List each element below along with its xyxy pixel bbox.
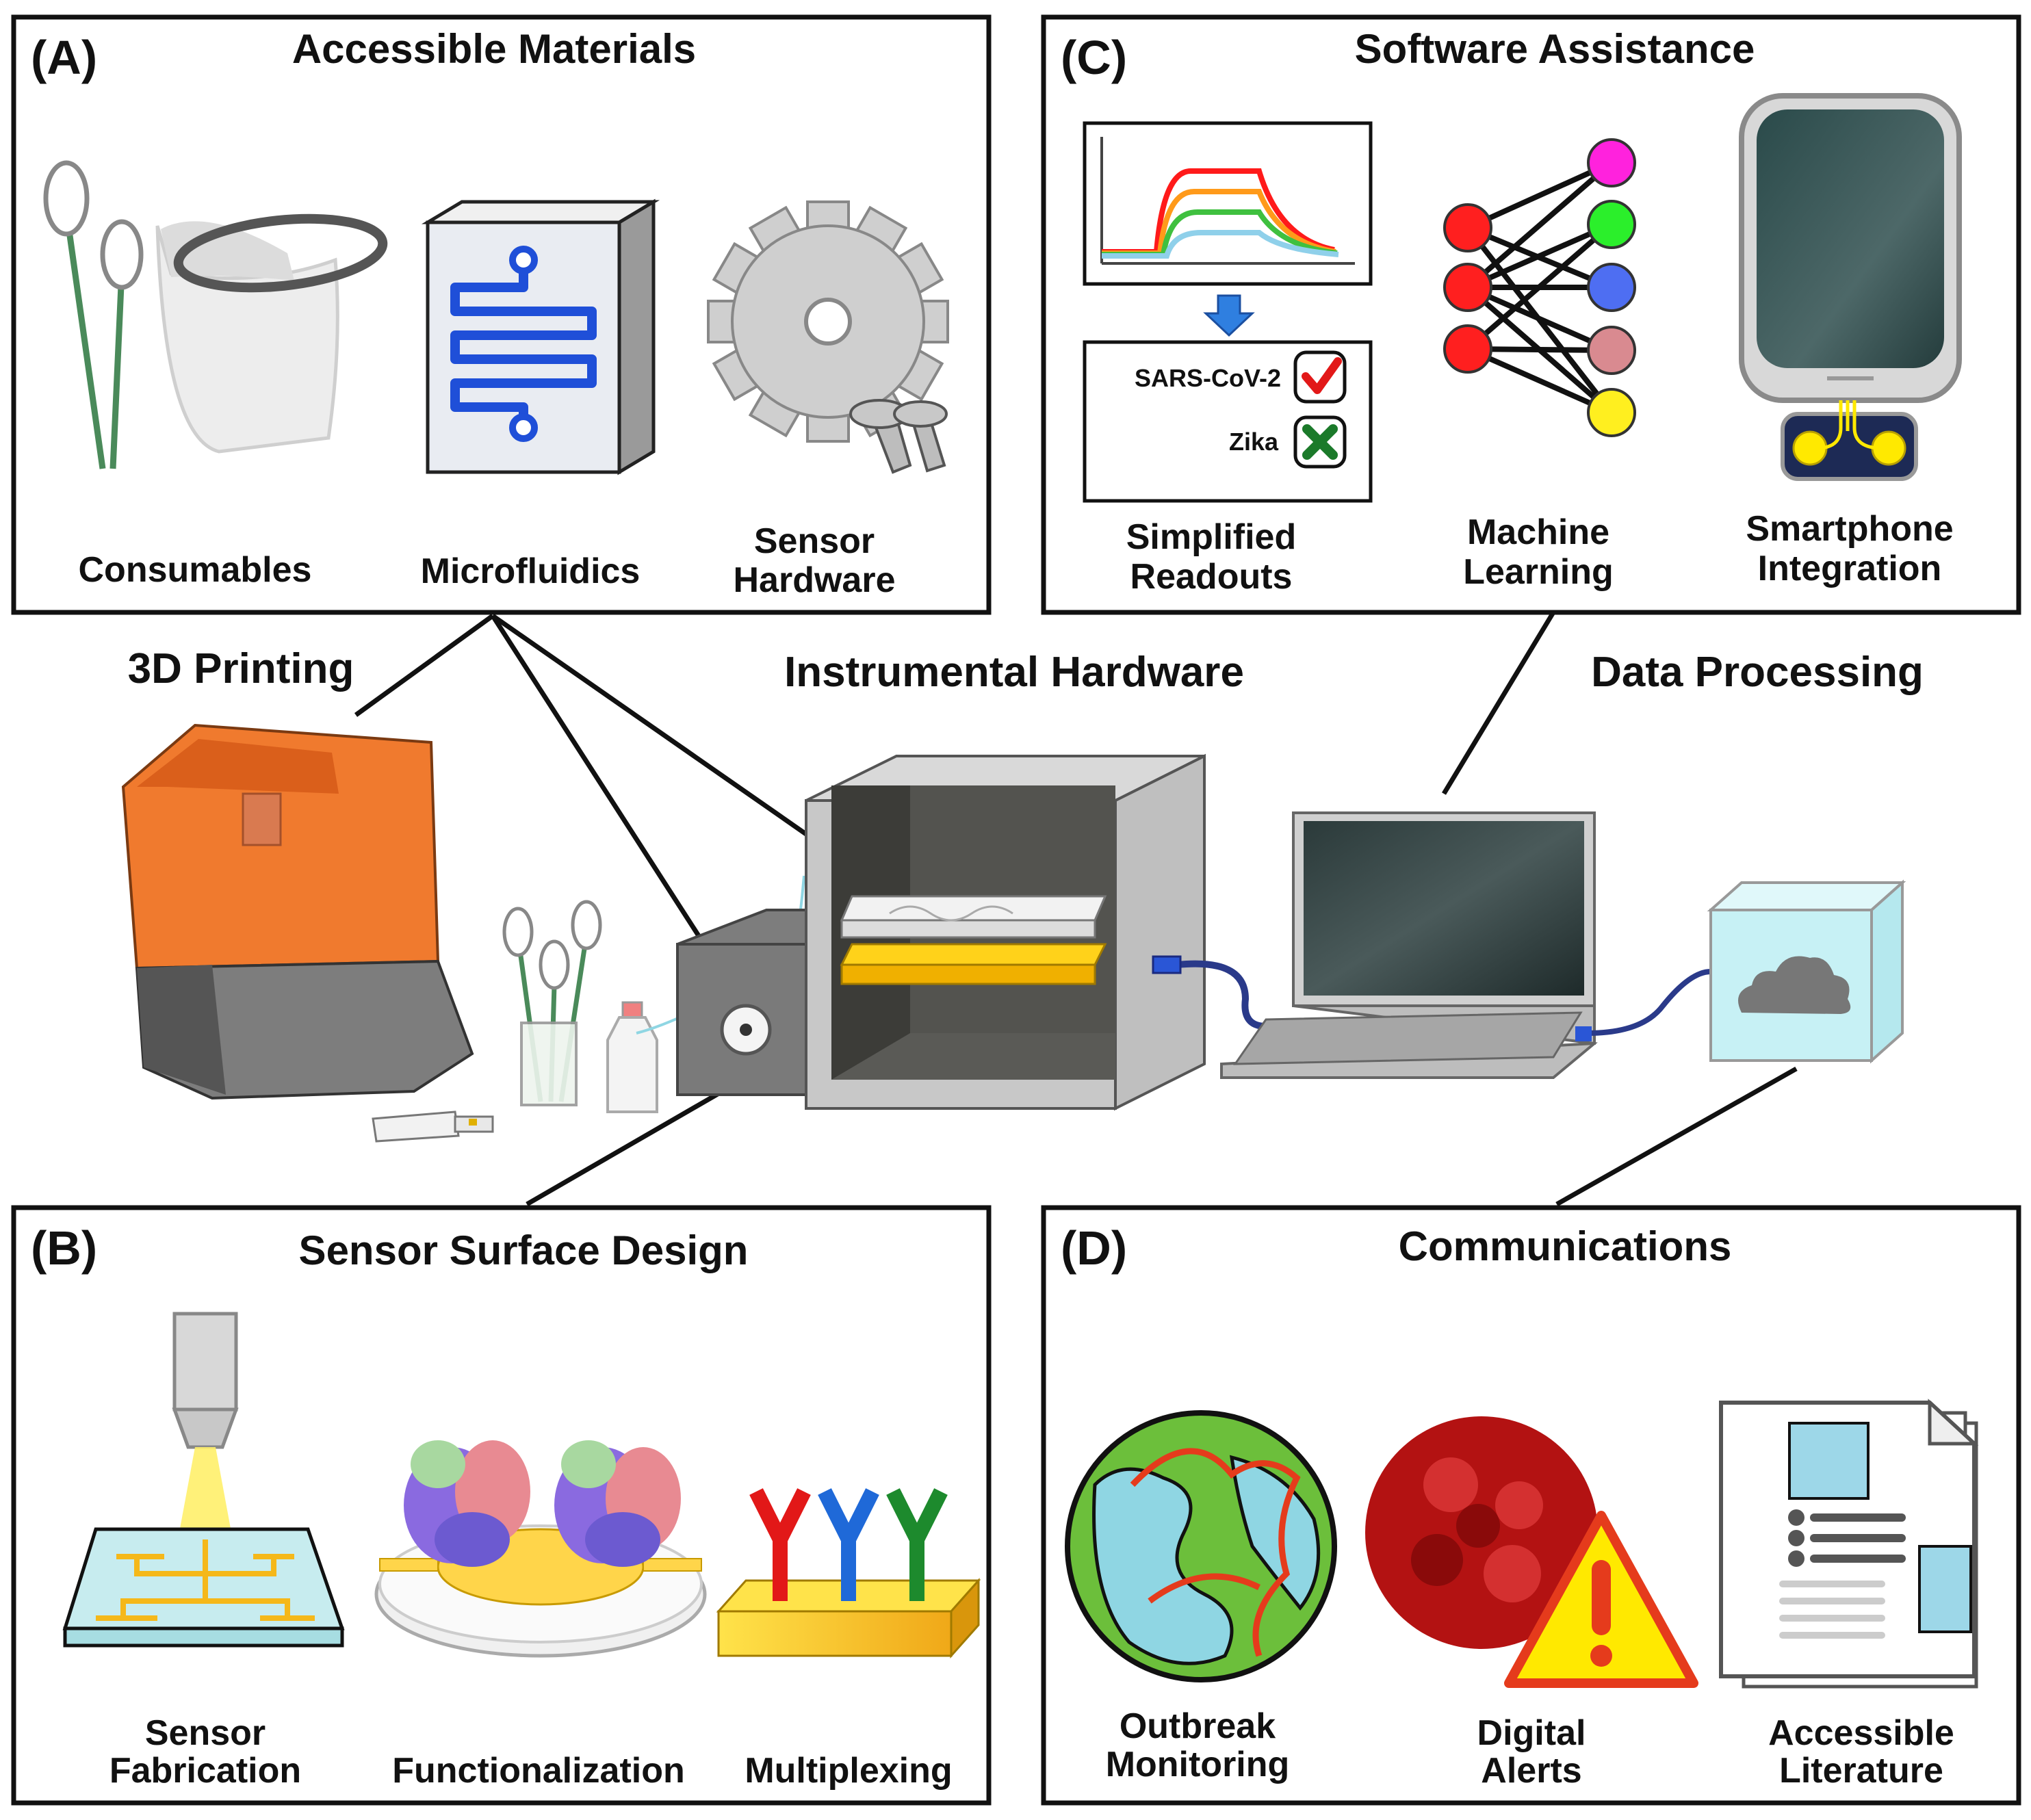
readout-zika: Zika — [1229, 428, 1279, 456]
panel-letter-a: (A) — [31, 31, 97, 84]
label-data-processing: Data Processing — [1591, 649, 1924, 696]
down-arrow-icon — [1203, 294, 1255, 337]
warning-icon — [1504, 1511, 1698, 1688]
check-icon — [1293, 350, 1347, 404]
laptop-icon — [1220, 811, 1598, 1079]
label-smartphone-integration-2: Integration — [1758, 549, 1942, 588]
sample-cartridge-icon — [372, 1110, 494, 1143]
panel-software-assistance: (C) Software Assistance SARS-CoV-2 Zika … — [1041, 14, 2021, 615]
label-sensor-hardware-2: Hardware — [734, 560, 896, 600]
label-machine-learning-2: Learning — [1463, 552, 1614, 592]
reagent-bottle-icon — [606, 1001, 658, 1113]
virus-icon — [1365, 1416, 1598, 1649]
cross-icon — [1293, 415, 1347, 469]
panel-accessible-materials: (A) Accessible Materials — [11, 14, 992, 615]
usb-cable — [1176, 960, 1267, 1030]
cloud-plug — [1575, 1026, 1592, 1041]
syringe-pump-icon — [676, 909, 809, 1096]
face-shield-icon — [155, 213, 388, 454]
label-3d-printing: 3D Printing — [128, 645, 354, 692]
label-accessible-literature-1: Accessible — [1768, 1713, 1954, 1753]
neural-network-icon — [1443, 138, 1636, 437]
label-functionalization: Functionalization — [392, 1751, 685, 1791]
cloud-icon — [1738, 956, 1851, 1014]
label-smartphone-integration-1: Smartphone — [1746, 509, 1953, 549]
panel-communications: (D) Communications Outbreak Monitoring D… — [1041, 1205, 2021, 1806]
label-sensor-hardware-1: Sensor — [754, 521, 875, 561]
cloud-box-icon — [1707, 879, 1906, 1064]
panel-letter-d: (D) — [1061, 1221, 1127, 1275]
smartphone-icon — [1739, 93, 1962, 481]
readout-sars: SARS-CoV-2 — [1135, 364, 1281, 392]
label-outbreak-monitoring-1: Outbreak — [1120, 1706, 1276, 1746]
gear-icon — [707, 200, 949, 443]
document-icon — [1719, 1399, 1979, 1689]
usb-plug — [1152, 955, 1182, 974]
laser-icon — [172, 1312, 239, 1539]
label-digital-alerts-1: Digital — [1477, 1713, 1586, 1753]
panel-letter-b: (B) — [31, 1221, 97, 1275]
panel-title-c: Software Assistance — [1355, 26, 1755, 72]
microfluidic-chip-icon — [421, 198, 660, 476]
panel-title-d: Communications — [1399, 1223, 1732, 1269]
label-instrumental-hardware: Instrumental Hardware — [784, 649, 1244, 696]
screw-icon — [849, 399, 948, 474]
label-simplified-readouts-2: Readouts — [1130, 557, 1293, 597]
swab-beaker-icon — [502, 900, 602, 1106]
label-microfluidics: Microfluidics — [421, 551, 641, 591]
label-sensor-fabrication-1: Sensor — [145, 1713, 266, 1753]
label-outbreak-monitoring-2: Monitoring — [1106, 1745, 1290, 1784]
cloud-cable — [1587, 969, 1711, 1036]
panel-title-b: Sensor Surface Design — [299, 1227, 749, 1273]
panel-title-a: Accessible Materials — [292, 26, 696, 72]
label-digital-alerts-2: Alerts — [1481, 1751, 1581, 1791]
electrode-chip-icon — [62, 1527, 345, 1648]
instrument-box-icon — [805, 753, 1206, 1111]
line-chart-icon — [1083, 121, 1373, 286]
protein-icon — [404, 1440, 681, 1567]
panel-sensor-surface-design: (B) Sensor Surface Design Sensor Fabrica… — [11, 1205, 992, 1806]
swab-icon — [43, 160, 144, 469]
panel-letter-c: (C) — [1061, 31, 1127, 84]
globe-icon — [1065, 1410, 1337, 1682]
label-sensor-fabrication-2: Fabrication — [109, 1751, 301, 1791]
label-consumables: Consumables — [79, 550, 312, 590]
antibody-icon — [749, 1488, 948, 1601]
printer-icon — [121, 723, 474, 1100]
label-machine-learning-1: Machine — [1467, 512, 1609, 552]
label-accessible-literature-2: Literature — [1779, 1751, 1943, 1791]
label-simplified-readouts-1: Simplified — [1126, 517, 1296, 557]
label-multiplexing: Multiplexing — [745, 1751, 952, 1791]
